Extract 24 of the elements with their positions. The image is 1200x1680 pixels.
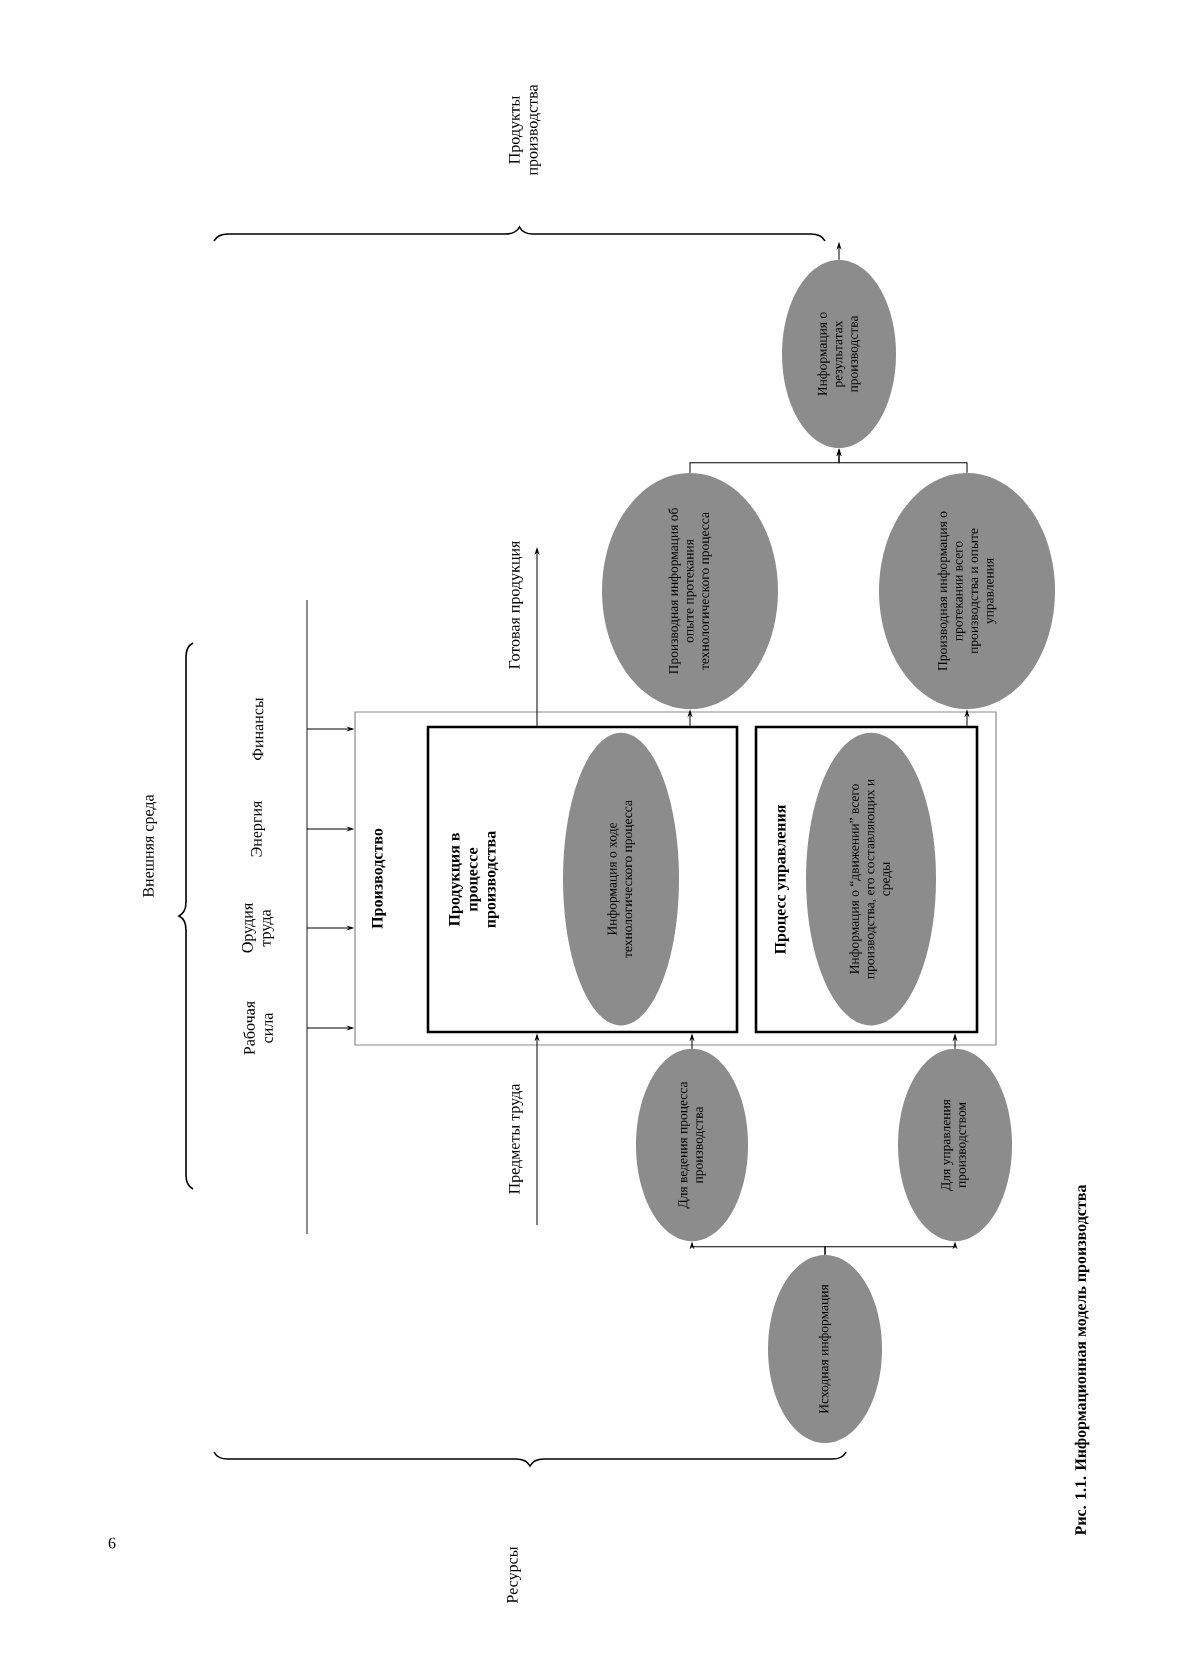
arrow (824, 1242, 957, 1256)
edge-label: Орудия труда (242, 903, 274, 953)
arrow (688, 710, 692, 727)
arrow (306, 1026, 354, 1030)
arrow (690, 1034, 694, 1050)
brace-label: Ресурсы (507, 1546, 521, 1604)
arrow (306, 926, 354, 930)
edge-label: Энергия (251, 800, 265, 857)
brace-label: Внешняя среда (143, 794, 157, 898)
edge-label: Финансы (252, 697, 264, 760)
arrow (965, 710, 969, 727)
caption: Рис. 1.1. Информационная модель производства (1074, 1184, 1090, 1536)
arrow (837, 449, 968, 474)
arrow (535, 548, 539, 727)
brace-label: Продукты производства (509, 84, 541, 176)
edge-label: Рабочая сила (243, 1001, 273, 1055)
arrow (306, 827, 354, 831)
edge-label: Предметы труда (509, 1083, 523, 1194)
edge-label: Готовая продукция (509, 540, 523, 669)
arrow (953, 1034, 957, 1050)
arrow (837, 242, 841, 261)
page-number: 6 (108, 1537, 116, 1549)
arrow (535, 1034, 539, 1226)
arrow (306, 727, 354, 731)
